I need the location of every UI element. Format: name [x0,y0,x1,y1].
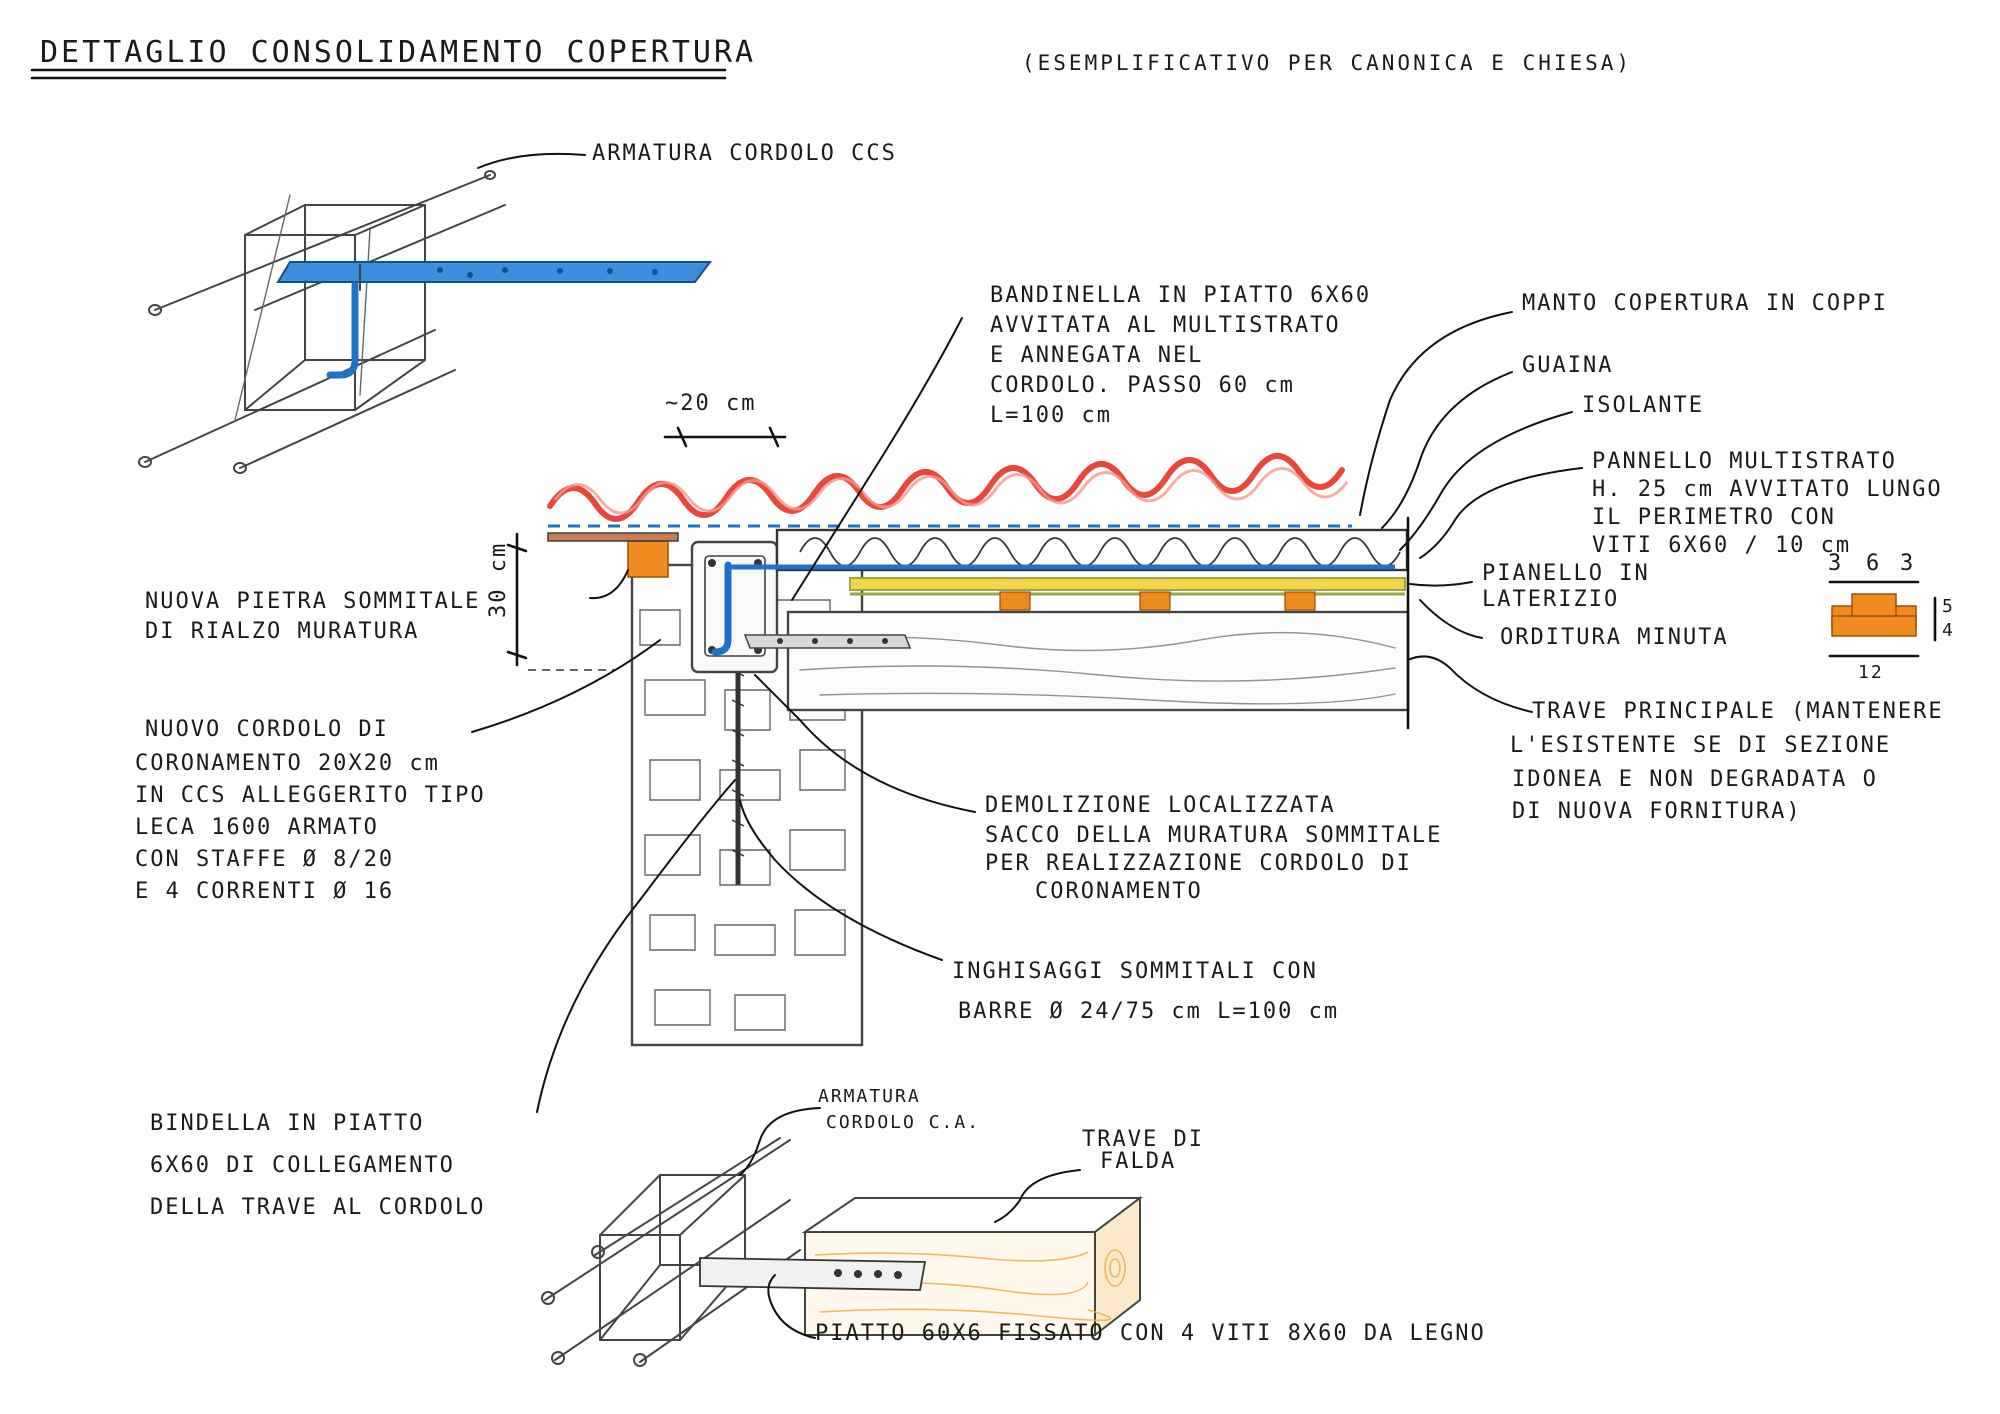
steel-hook-sketch [326,281,359,379]
svg-text:TRAVE DI: TRAVE DI [1082,1127,1204,1152]
svg-text:NUOVO CORDOLO DI: NUOVO CORDOLO DI [145,717,389,742]
bandinella-plate-sketch [276,261,712,283]
label-bindella: BINDELLA IN PIATTO 6X60 DI COLLEGAMENTO … [150,1111,485,1220]
label-pietra: NUOVA PIETRA SOMMITALE DI RIALZO MURATUR… [145,589,480,644]
drawing-title: DETTAGLIO CONSOLIDAMENTO COPERTURA [40,35,756,70]
label-inghisaggi: INGHISAGGI SOMMITALI CON BARRE Ø 24/75 c… [952,959,1339,1024]
bindella-piatto [743,634,912,649]
label-bandinella: BANDINELLA IN PIATTO 6X60 AVVITATA AL MU… [990,283,1371,428]
svg-text:AVVITATA AL MULTISTRATO: AVVITATA AL MULTISTRATO [990,313,1341,338]
svg-text:BINDELLA IN PIATTO: BINDELLA IN PIATTO [150,1111,424,1136]
svg-text:LATERIZIO: LATERIZIO [1482,587,1619,612]
svg-text:SACCO DELLA MURATURA SOMMITALE: SACCO DELLA MURATURA SOMMITALE [985,823,1442,848]
svg-text:IDONEA E NON DEGRADATA O: IDONEA E NON DEGRADATA O [1512,767,1878,792]
svg-text:PANNELLO MULTISTRATO: PANNELLO MULTISTRATO [1592,449,1897,474]
pietra-sommitale [627,540,669,578]
svg-text:CON STAFFE Ø 8/20: CON STAFFE Ø 8/20 [135,847,394,872]
label-armatura-cordolo-bottom: ARMATURA CORDOLO C.A. [818,1086,980,1133]
pianello-laterizio [849,577,1406,591]
orditura-profile-detail [1828,580,1937,658]
isolante-wave [799,537,1401,567]
svg-text:DELLA TRAVE AL CORDOLO: DELLA TRAVE AL CORDOLO [150,1195,485,1220]
label-trave-falda: TRAVE DI FALDA [1082,1127,1204,1174]
piatto-collegamento [699,1257,927,1291]
bandinella-hook [711,561,732,656]
svg-text:L=100 cm: L=100 cm [990,403,1112,428]
svg-text:ARMATURA: ARMATURA [818,1086,921,1107]
label-isolante: ISOLANTE [1582,393,1704,418]
svg-text:L'ESISTENTE SE DI SEZIONE: L'ESISTENTE SE DI SEZIONE [1510,733,1891,758]
svg-text:INGHISAGGI SOMMITALI CON: INGHISAGGI SOMMITALI CON [952,959,1318,984]
svg-text:CORONAMENTO 20X20 cm: CORONAMENTO 20X20 cm [135,751,440,776]
label-trave-principale: TRAVE PRINCIPALE (MANTENERE L'ESISTENTE … [1510,699,1944,824]
label-pianello: PIANELLO IN LATERIZIO [1482,561,1650,612]
trave-cordolo-sketch [541,1107,1143,1367]
svg-text:IL PERIMETRO CON: IL PERIMETRO CON [1592,505,1836,530]
label-pannello: PANNELLO MULTISTRATO H. 25 cm AVVITATO L… [1592,449,1943,558]
svg-text:CORONAMENTO: CORONAMENTO [1035,879,1203,904]
svg-text:PIANELLO IN: PIANELLO IN [1482,561,1650,586]
svg-text:IN CCS ALLEGGERITO TIPO: IN CCS ALLEGGERITO TIPO [135,783,486,808]
svg-text:PER REALIZZAZIONE CORDOLO DI: PER REALIZZAZIONE CORDOLO DI [985,851,1412,876]
label-piatto: PIATTO 60X6 FISSATO CON 4 VITI 8X60 DA L… [815,1321,1486,1346]
svg-text:VITI 6X60 / 10 cm: VITI 6X60 / 10 cm [1592,533,1851,558]
svg-text:6X60 DI COLLEGAMENTO: 6X60 DI COLLEGAMENTO [150,1153,455,1178]
profile-dim-bottom: 12 [1858,662,1884,683]
svg-text:BANDINELLA IN PIATTO 6X60: BANDINELLA IN PIATTO 6X60 [990,283,1371,308]
drawing-subtitle: (ESEMPLIFICATIVO PER CANONICA E CHIESA) [1022,51,1632,75]
label-armatura-cordolo-top: ARMATURA CORDOLO CCS [592,141,897,166]
leader-lines [471,311,1583,1113]
coppi-tiles [547,452,1345,522]
label-manto: MANTO COPERTURA IN COPPI [1522,291,1888,316]
label-orditura: ORDITURA MINUTA [1500,625,1729,650]
svg-text:H. 25 cm AVVITATO LUNGO: H. 25 cm AVVITATO LUNGO [1592,477,1943,502]
label-guaina: GUAINA [1522,353,1613,378]
svg-text:CORDOLO C.A.: CORDOLO C.A. [826,1112,980,1133]
profile-dim-right-1: 5 [1942,596,1955,617]
cordolo-armature-sketch [138,152,712,474]
svg-text:DI RIALZO MURATURA: DI RIALZO MURATURA [145,619,419,644]
svg-text:LECA 1600 ARMATO: LECA 1600 ARMATO [135,815,379,840]
orditura-minuta [999,591,1316,611]
svg-text:E ANNEGATA NEL: E ANNEGATA NEL [990,343,1203,368]
svg-text:BARRE Ø 24/75 cm L=100 cm: BARRE Ø 24/75 cm L=100 cm [958,999,1339,1024]
svg-text:CORDOLO. PASSO 60 cm: CORDOLO. PASSO 60 cm [990,373,1295,398]
dim-20cm: ~20 cm [665,391,756,416]
svg-text:DEMOLIZIONE LOCALIZZATA: DEMOLIZIONE LOCALIZZATA [985,793,1336,818]
svg-text:DI NUOVA FORNITURA): DI NUOVA FORNITURA) [1512,799,1802,824]
svg-text:FALDA: FALDA [1100,1149,1176,1174]
profile-dim-top-1: 3 [1828,551,1843,576]
profile-dim-top-2: 6 [1866,551,1881,576]
profile-dim-top-3: 3 [1900,551,1915,576]
svg-text:E 4 CORRENTI Ø 16: E 4 CORRENTI Ø 16 [135,879,394,904]
svg-text:TRAVE PRINCIPALE (MANTENERE: TRAVE PRINCIPALE (MANTENERE [1532,699,1944,724]
profile-dim-right-2: 4 [1942,620,1955,641]
trave-principale [786,610,1410,712]
label-cordolo: NUOVO CORDOLO DI CORONAMENTO 20X20 cm IN… [135,717,486,904]
roof-section [506,426,1410,1047]
label-demolizione: DEMOLIZIONE LOCALIZZATA SACCO DELLA MURA… [985,793,1442,904]
dim-30cm: 30 cm [486,542,511,618]
svg-text:NUOVA PIETRA SOMMITALE: NUOVA PIETRA SOMMITALE [145,589,480,614]
